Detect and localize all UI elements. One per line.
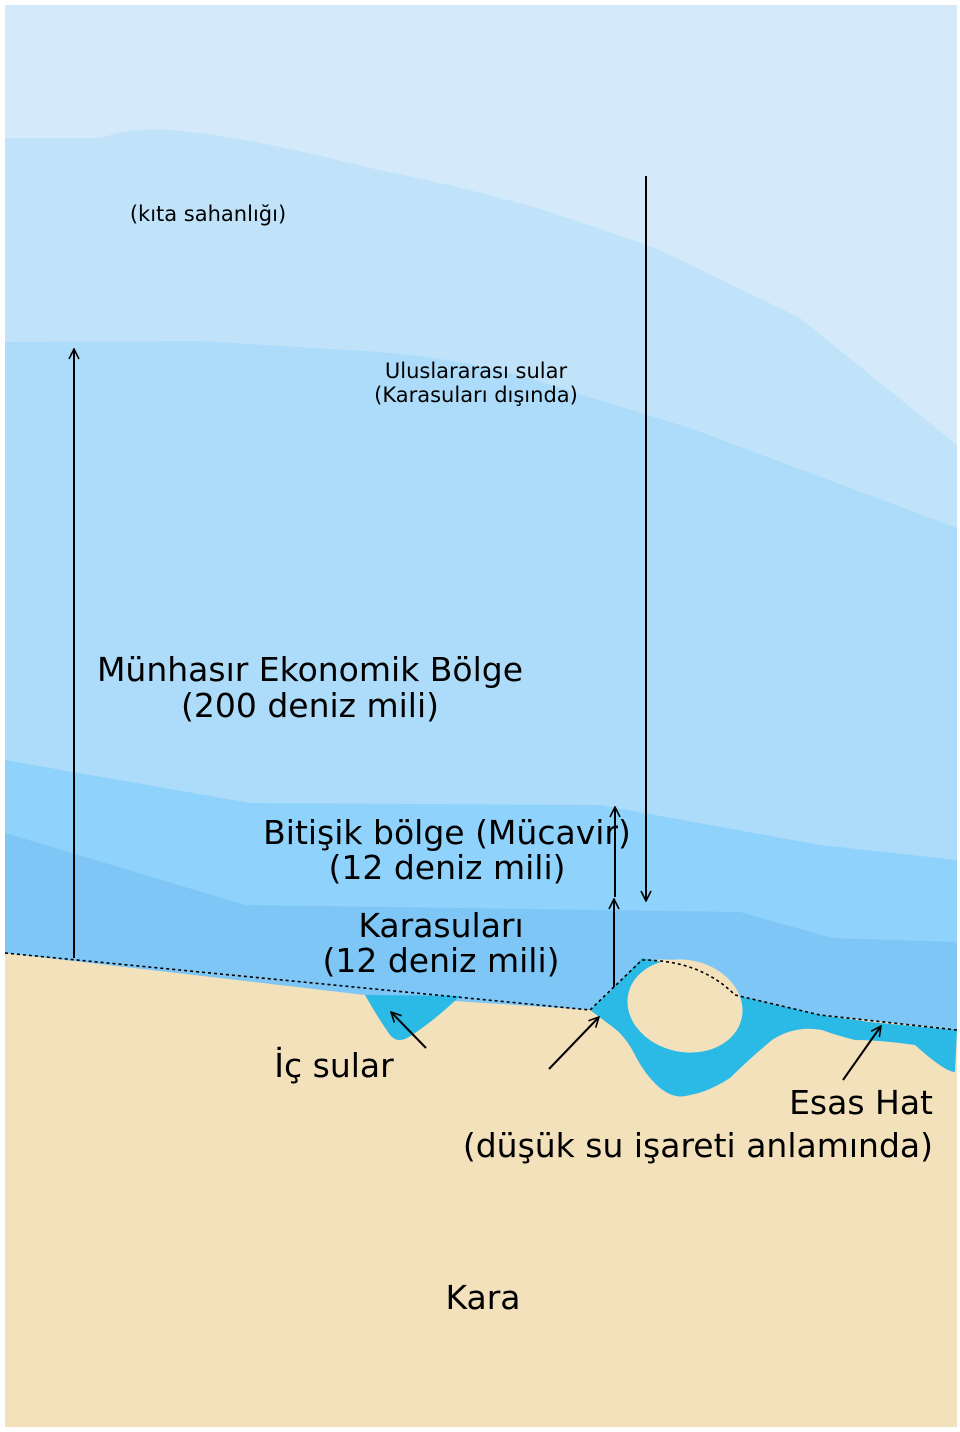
contiguous-zone-label-line1: Bitişik bölge (Mücavir) [263, 813, 631, 852]
international-waters-label-line2: (Karasuları dışında) [374, 383, 578, 407]
internal-waters-arrow [391, 1012, 427, 1049]
internal-waters-label: İç sular [274, 1046, 394, 1085]
international-waters-label-line1: Uluslararası sular [385, 359, 568, 383]
eez-label-line1: Münhasır Ekonomik Bölge [97, 650, 523, 689]
eez-label-line2: (200 deniz mili) [181, 686, 439, 725]
baseline-label-line1: Esas Hat [789, 1083, 933, 1122]
baseline-arrow-right [842, 1026, 881, 1081]
territorial-sea-label-line2: (12 deniz mili) [322, 941, 559, 980]
baseline-label-line2: (düşük su işareti anlamında) [463, 1126, 933, 1165]
land-label: Kara [445, 1278, 520, 1317]
contiguous-zone-label-line2: (12 deniz mili) [328, 848, 565, 887]
baseline-dotted-line [4, 952, 958, 1031]
island [627, 959, 743, 1053]
continental-shelf-label: (kıta sahanlığı) [130, 202, 286, 226]
territorial-sea-label-line1: Karasuları [358, 906, 523, 945]
internal-waters-bay [365, 995, 460, 1040]
baseline-arrow-left [548, 1017, 599, 1070]
